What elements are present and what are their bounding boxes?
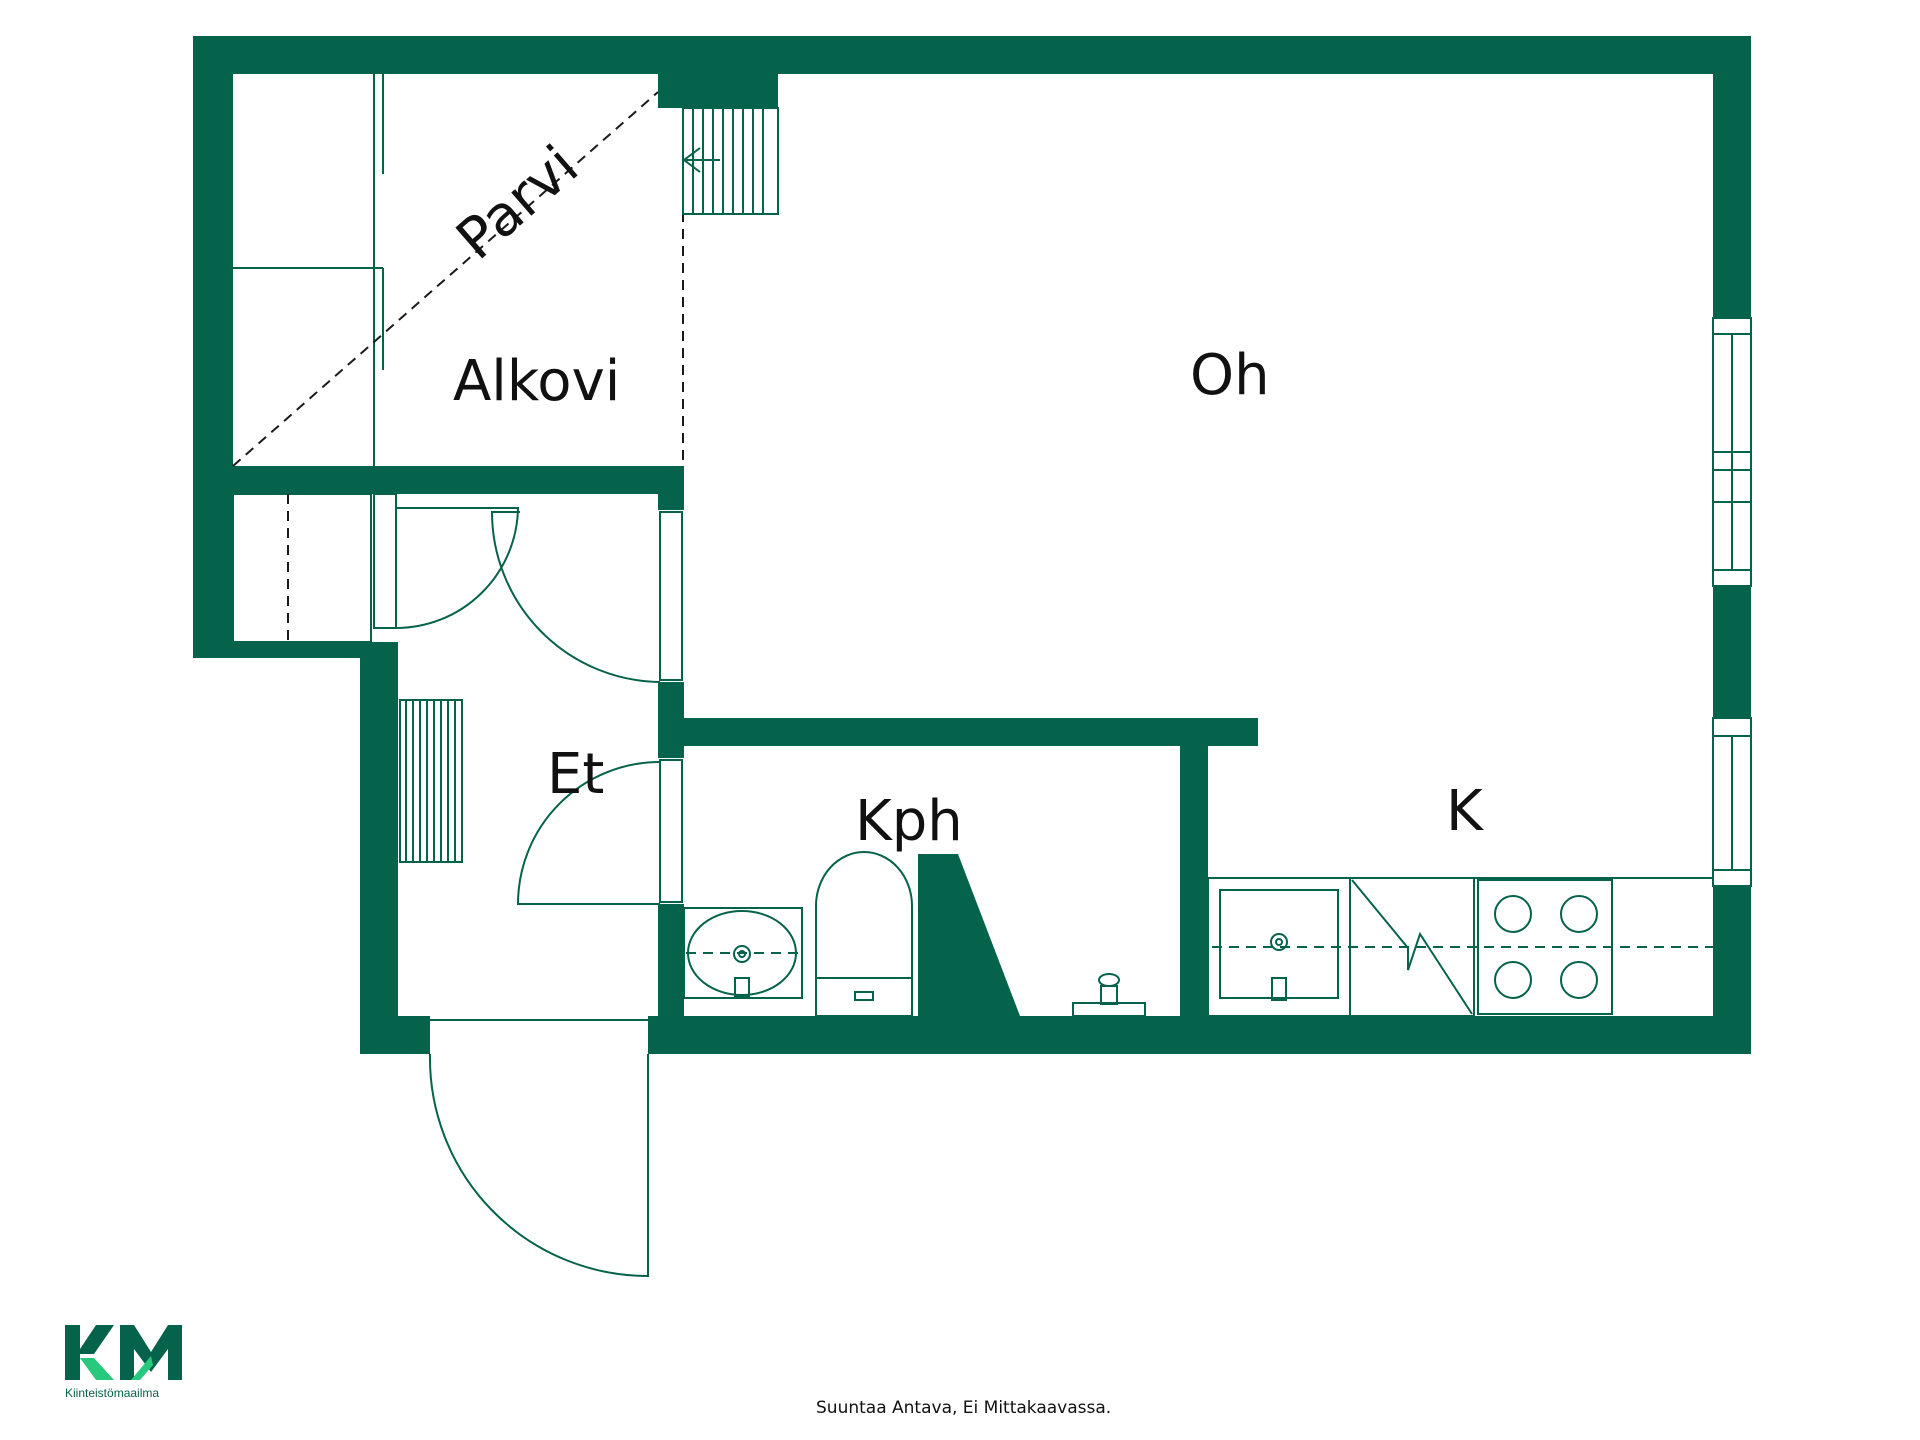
kitchen-sink-icon bbox=[1219, 889, 1339, 999]
parvi-diagonal bbox=[232, 91, 659, 467]
kph-door-swing bbox=[516, 761, 661, 905]
wall-top bbox=[193, 36, 1751, 74]
closet-door-swing bbox=[395, 507, 520, 629]
kitchen-fixtures bbox=[1207, 877, 1713, 1017]
room-label-k: K bbox=[1446, 779, 1484, 844]
shower-wall bbox=[918, 854, 1020, 1016]
disclaimer-note: Suuntaa Antava, Ei Mittakaavassa. bbox=[816, 1398, 1111, 1418]
room-label-alkovi: Alkovi bbox=[453, 349, 620, 414]
sink-cabinet bbox=[683, 907, 803, 999]
window-lower-frame bbox=[1712, 717, 1752, 887]
windows bbox=[1712, 317, 1752, 887]
radiator bbox=[399, 699, 463, 863]
door-gaps bbox=[430, 510, 684, 1054]
wall-left-lower bbox=[360, 642, 398, 1054]
wall-left-step bbox=[193, 642, 393, 658]
wall-kph-right bbox=[1180, 742, 1208, 1054]
room-label-parvi: Parvi bbox=[445, 133, 591, 272]
wardrobe-alkovi bbox=[233, 74, 384, 466]
room-label-et: Et bbox=[547, 742, 604, 807]
entry-door-swing bbox=[428, 1053, 649, 1278]
stair-arrow-icon bbox=[682, 147, 720, 173]
toilet-icon bbox=[815, 851, 913, 1017]
stair-header bbox=[658, 36, 778, 108]
logo-brand-name: Kiinteistömaailma bbox=[65, 1386, 159, 1400]
room-label-kph: Kph bbox=[855, 789, 963, 854]
km-logo: Kiinteistömaailma bbox=[65, 1325, 182, 1400]
room-label-oh: Oh bbox=[1190, 343, 1270, 408]
wall-left-upper bbox=[193, 36, 233, 658]
wall-kph-top bbox=[658, 718, 1258, 746]
entrance-closet bbox=[232, 493, 661, 1278]
wall-alkovi-bottom bbox=[193, 466, 683, 494]
stairs bbox=[682, 107, 779, 215]
et-door-swing-upper bbox=[490, 511, 661, 683]
bathroom-fixtures bbox=[683, 851, 1146, 1017]
